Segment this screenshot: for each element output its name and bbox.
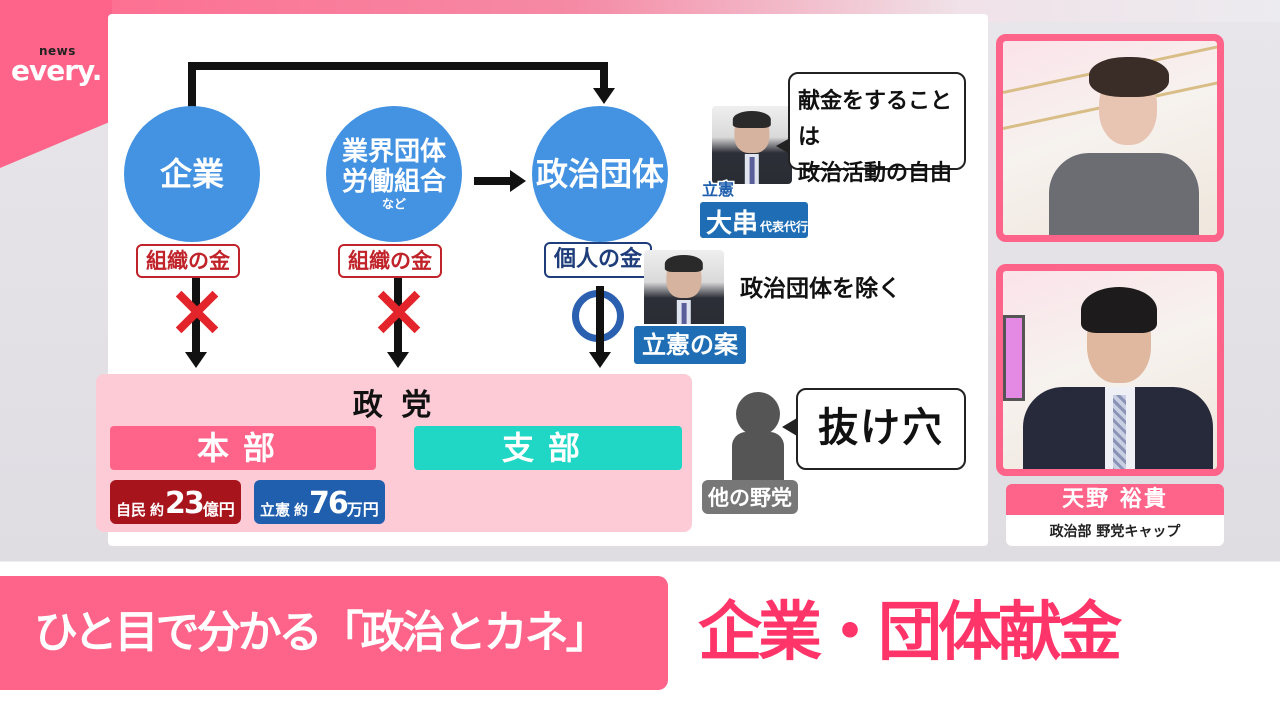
- amount-value: 23: [165, 486, 205, 521]
- connector-line: [474, 177, 514, 185]
- party-box-title: 政 党: [352, 388, 436, 423]
- speaker-name: 大串: [706, 209, 759, 239]
- speaker-party-label: 立憲: [700, 179, 735, 201]
- person-silhouette-body: [732, 432, 784, 482]
- arrow-down-icon: [387, 352, 409, 368]
- lower-third-headline: 企業・団体献金: [698, 596, 1122, 670]
- node-etc-note: など: [381, 197, 406, 211]
- arrow-down-icon: [593, 88, 615, 104]
- node-industry-union: 業界団体 労働組合 など: [326, 106, 462, 242]
- quote-line-1: 献金をすることは: [798, 89, 953, 150]
- logo-every-text: every.: [11, 54, 102, 87]
- amount-party: 自民: [116, 501, 147, 519]
- arrow-down-icon: [185, 352, 207, 368]
- other-opposition-label: 他の野党: [702, 480, 798, 514]
- amount-approx: 約: [294, 503, 309, 519]
- branch-bar: 支部: [414, 426, 682, 470]
- arrow-down-icon: [589, 352, 611, 368]
- speaker-photo-cdp: [644, 250, 724, 330]
- ldp-amount-badge: 自民 約 23 億円: [110, 480, 241, 524]
- guest-name-caption: 天野 裕貴: [1006, 484, 1224, 518]
- node-union-label: 労働組合: [341, 167, 446, 197]
- news-every-logo: news every.: [0, 0, 112, 168]
- node-company: 企業: [124, 106, 260, 242]
- lower-third-topic: ひと目で分かる「政治とカネ」: [0, 576, 668, 690]
- amount-unit: 万円: [346, 500, 379, 519]
- headquarters-bar: 本部: [110, 426, 376, 470]
- cdp-plan-label: 立憲の案: [632, 324, 748, 366]
- speech-tail-icon: [776, 138, 790, 154]
- org-money-tag: 組織の金: [136, 244, 240, 278]
- amount-unit: 億円: [202, 500, 235, 519]
- loophole-speech-bubble: 抜け穴: [796, 388, 966, 470]
- node-political-group-label: 政治団体: [535, 155, 664, 193]
- speaker-role: 代表代行: [760, 220, 809, 234]
- amount-value: 76: [309, 486, 349, 521]
- exclusion-note: 政治団体を除く: [740, 276, 901, 302]
- anchor-camera-feed: [996, 34, 1224, 242]
- arrow-right-icon: [510, 170, 526, 192]
- speaker-nameplate: 大串 代表代行: [698, 200, 810, 240]
- amount-party: 立憲: [260, 501, 291, 519]
- node-political-group: 政治団体: [532, 106, 668, 242]
- org-money-tag: 組織の金: [338, 244, 442, 278]
- cdp-amount-badge: 立憲 約 76 万円: [254, 480, 385, 524]
- political-party-box: 政 党 本部 支部 自民 約 23 億円 立憲 約 76 万円: [96, 374, 692, 532]
- node-industry-label: 業界団体: [341, 137, 446, 167]
- individual-money-tag: 個人の金: [544, 242, 653, 278]
- blocked-x-icon: [376, 290, 420, 334]
- logo-news-text: news: [39, 44, 76, 58]
- amount-approx: 約: [150, 503, 165, 519]
- connector-line: [600, 62, 608, 90]
- node-company-label: 企業: [159, 155, 224, 193]
- diagram-board: 企業 業界団体 労働組合 など 政治団体 組織の金 組織の金 個人の金 立憲 大…: [96, 14, 988, 546]
- speech-tail-icon: [782, 418, 797, 436]
- quote-line-2: 政治活動の自由: [798, 161, 953, 186]
- connector-line: [188, 62, 196, 108]
- guest-title-caption: 政治部 野党キャップ: [1006, 518, 1224, 546]
- connector-line: [188, 62, 608, 70]
- connector-line: [596, 286, 604, 354]
- person-silhouette-icon: [736, 392, 780, 436]
- guest-camera-feed: [996, 264, 1224, 476]
- speech-bubble-quote: 献金をすることは 政治活動の自由: [788, 72, 966, 186]
- blocked-x-icon: [174, 290, 218, 334]
